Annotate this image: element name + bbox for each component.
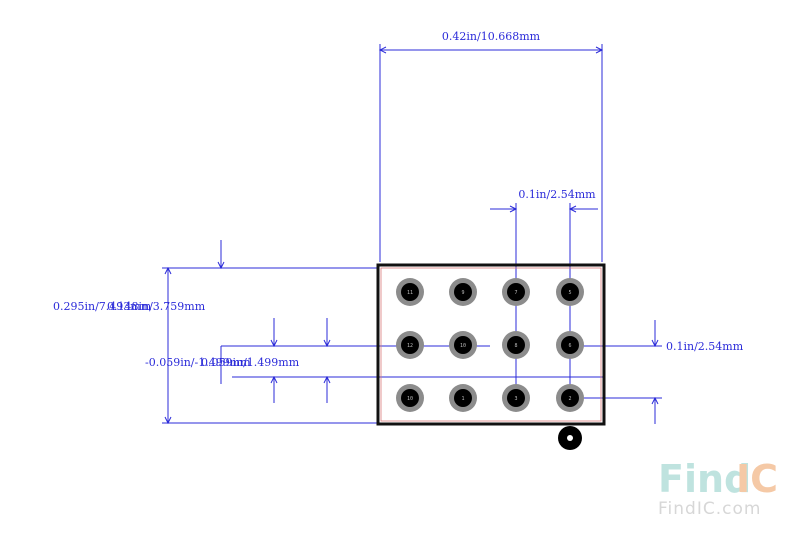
pad-3-1: 10 — [396, 384, 424, 412]
label-pitch-top: 0.1in/2.54mm — [518, 188, 596, 201]
courtyard-outline — [380, 267, 602, 422]
pad-hole — [507, 336, 525, 354]
label-offset-left-b: 0.059in/1.499mm — [201, 356, 300, 369]
pad-number: 11 — [407, 290, 413, 296]
pad-3-4: 2 — [556, 384, 584, 412]
pad-number: 10 — [460, 343, 466, 349]
pad-number: 2 — [568, 396, 571, 402]
pad-number: 3 — [514, 396, 517, 402]
label-pitch-right: 0.1in/2.54mm — [666, 340, 744, 353]
pad-hole — [561, 389, 579, 407]
pad-number: 10 — [407, 396, 413, 402]
dimension-pitch-right — [570, 320, 662, 424]
pad-hole — [454, 283, 472, 301]
pad-hole — [507, 283, 525, 301]
logo-url-text: FindIC.com — [658, 499, 761, 519]
pad-3-2: 1 — [449, 384, 477, 412]
pin-one-marker-dot — [567, 435, 573, 441]
pad-2-3: 8 — [502, 331, 530, 359]
pad-3-3: 3 — [502, 384, 530, 412]
pad-hole — [454, 336, 472, 354]
pad-hole — [401, 389, 419, 407]
dimension-height-left — [162, 240, 490, 425]
pad-number: 9 — [461, 290, 464, 296]
logo-find-text: Find — [658, 457, 751, 501]
pad-number: 7 — [514, 290, 517, 296]
findic-watermark: Find IC FindIC.com — [658, 457, 778, 519]
pad-hole — [561, 283, 579, 301]
label-height-left-a: 0.295in/7.493mm — [53, 300, 152, 313]
component-outline — [376, 263, 606, 426]
pad-grid: 11 9 7 5 12 10 8 6 10 1 3 2 — [396, 278, 584, 412]
pad-1-1: 11 — [396, 278, 424, 306]
pad-number: 1 — [461, 396, 464, 402]
pad-2-4: 6 — [556, 331, 584, 359]
pad-number: 12 — [407, 343, 413, 349]
label-offset-left-a: -0.059in/-1.499mm — [145, 356, 251, 369]
pad-hole — [507, 389, 525, 407]
pad-2-1: 12 — [396, 331, 424, 359]
label-height-left-b: 0.148in/3.759mm — [107, 300, 206, 313]
pad-hole — [454, 389, 472, 407]
logo-ic-text: IC — [736, 457, 778, 501]
dimension-overall-width — [378, 44, 604, 262]
pad-2-2: 10 — [449, 331, 477, 359]
pad-number: 6 — [568, 343, 571, 349]
pad-number: 5 — [568, 290, 571, 296]
pad-1-3: 7 — [502, 278, 530, 306]
dimension-offset-left — [232, 318, 604, 403]
pad-hole — [401, 283, 419, 301]
label-overall-width: 0.42in/10.668mm — [442, 30, 541, 43]
pad-hole — [561, 336, 579, 354]
pad-1-4: 5 — [556, 278, 584, 306]
pad-hole — [401, 336, 419, 354]
pad-1-2: 9 — [449, 278, 477, 306]
pad-number: 8 — [514, 343, 517, 349]
